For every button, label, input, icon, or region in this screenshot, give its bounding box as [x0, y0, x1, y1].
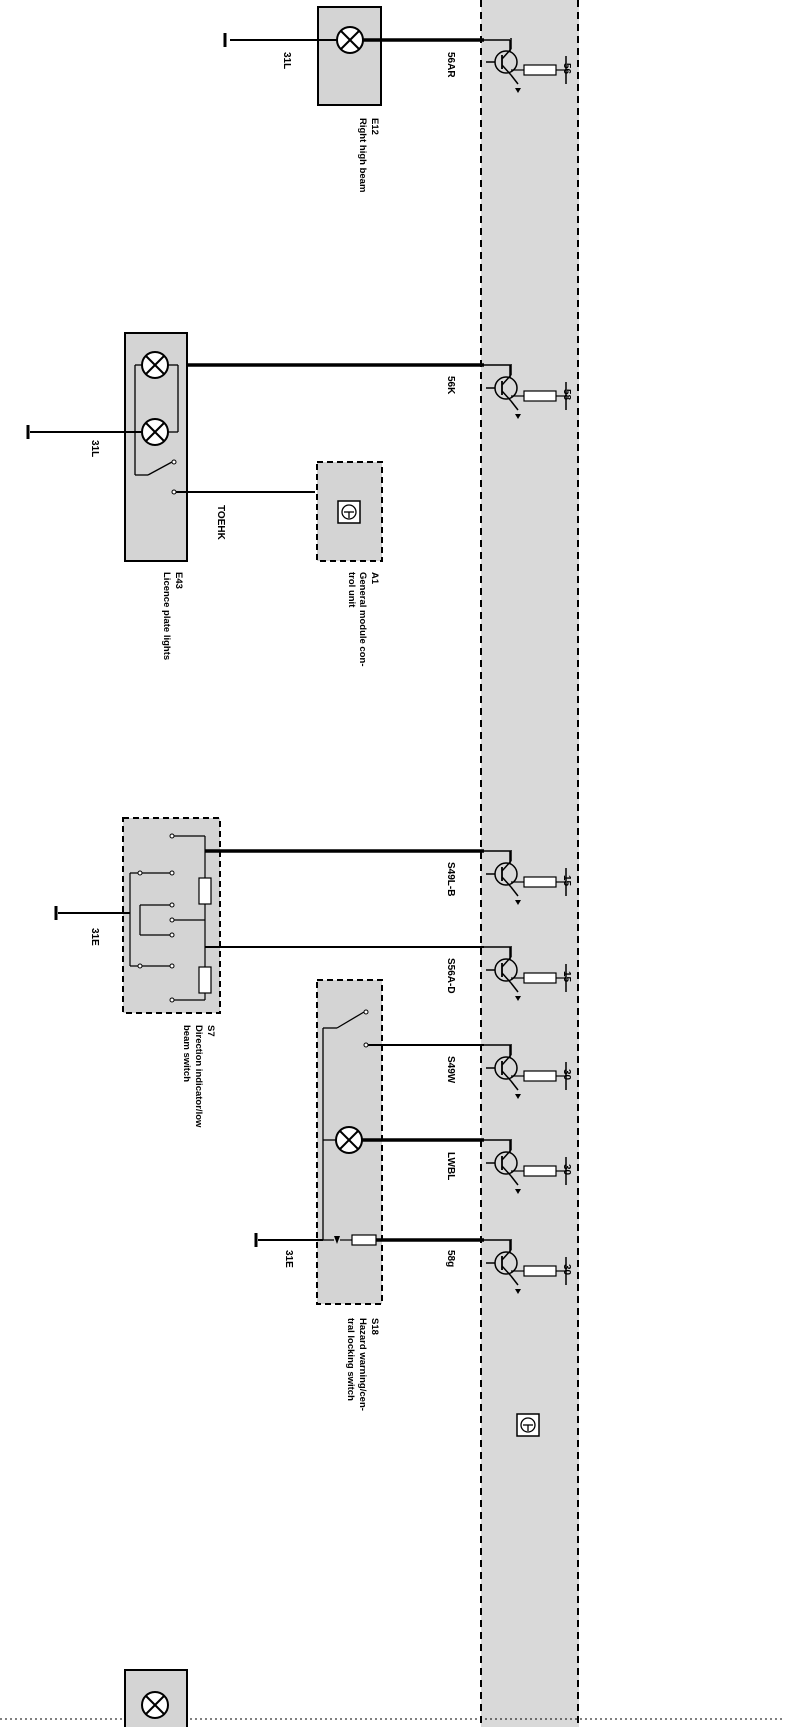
s7-name-line2: beam switch — [181, 1025, 192, 1082]
s18-id: S18 — [369, 1318, 380, 1335]
s18-name-line1: Hazard warning/cen- — [357, 1318, 368, 1411]
ground-label-s7: 31E — [89, 928, 100, 946]
component-e43 — [124, 332, 315, 562]
wire-label-56ar: 56AR — [445, 52, 456, 78]
wire-label-s49l-b: S49L-B — [445, 862, 456, 896]
component-s7 — [122, 817, 221, 1014]
e43-name: Licence plate lights — [161, 572, 172, 660]
toehk-label: TOEHK — [215, 505, 226, 541]
next-component-partial — [124, 1669, 188, 1727]
wire-label-56k: 56K — [445, 376, 456, 395]
s7-name-line1: Direction indicator/low — [193, 1025, 204, 1128]
pin-56ar: 56 — [561, 63, 572, 75]
wire-label-s49w: S49W — [445, 1056, 456, 1084]
s7-id: S7 — [205, 1025, 216, 1037]
pin-58g: 30 — [561, 1264, 572, 1276]
ground-label-e43: 31L — [89, 440, 100, 457]
wire-label-lwbl: LWBL — [445, 1152, 456, 1180]
component-a1 — [316, 461, 383, 562]
pin-s49w: 30 — [561, 1069, 572, 1081]
a1-name-line1: General module con- — [357, 572, 368, 667]
a1-name-line2: trol unit — [346, 572, 357, 608]
component-e12 — [230, 6, 511, 106]
component-s18 — [316, 979, 383, 1305]
s18-name-line2: tral locking switch — [345, 1318, 356, 1401]
ground-label-e12: 31L — [281, 52, 292, 69]
module-icon — [516, 1413, 540, 1437]
pin-56k: 58 — [561, 389, 572, 401]
pin-s49l-b: 15 — [561, 875, 572, 887]
ground-label-s18: 31E — [283, 1250, 294, 1268]
wire-label-58g: 58g — [445, 1250, 456, 1267]
pin-s56a-d: 15 — [561, 971, 572, 983]
pin-lwbl: 30 — [561, 1164, 572, 1176]
a1-id: A1 — [369, 572, 380, 585]
wire-label-s56a-d: S56A-D — [445, 958, 456, 994]
e12-id: E12 — [369, 118, 380, 135]
module-block — [480, 0, 579, 1727]
e43-id: E43 — [173, 572, 184, 589]
e12-name: Right high beam — [357, 118, 368, 192]
